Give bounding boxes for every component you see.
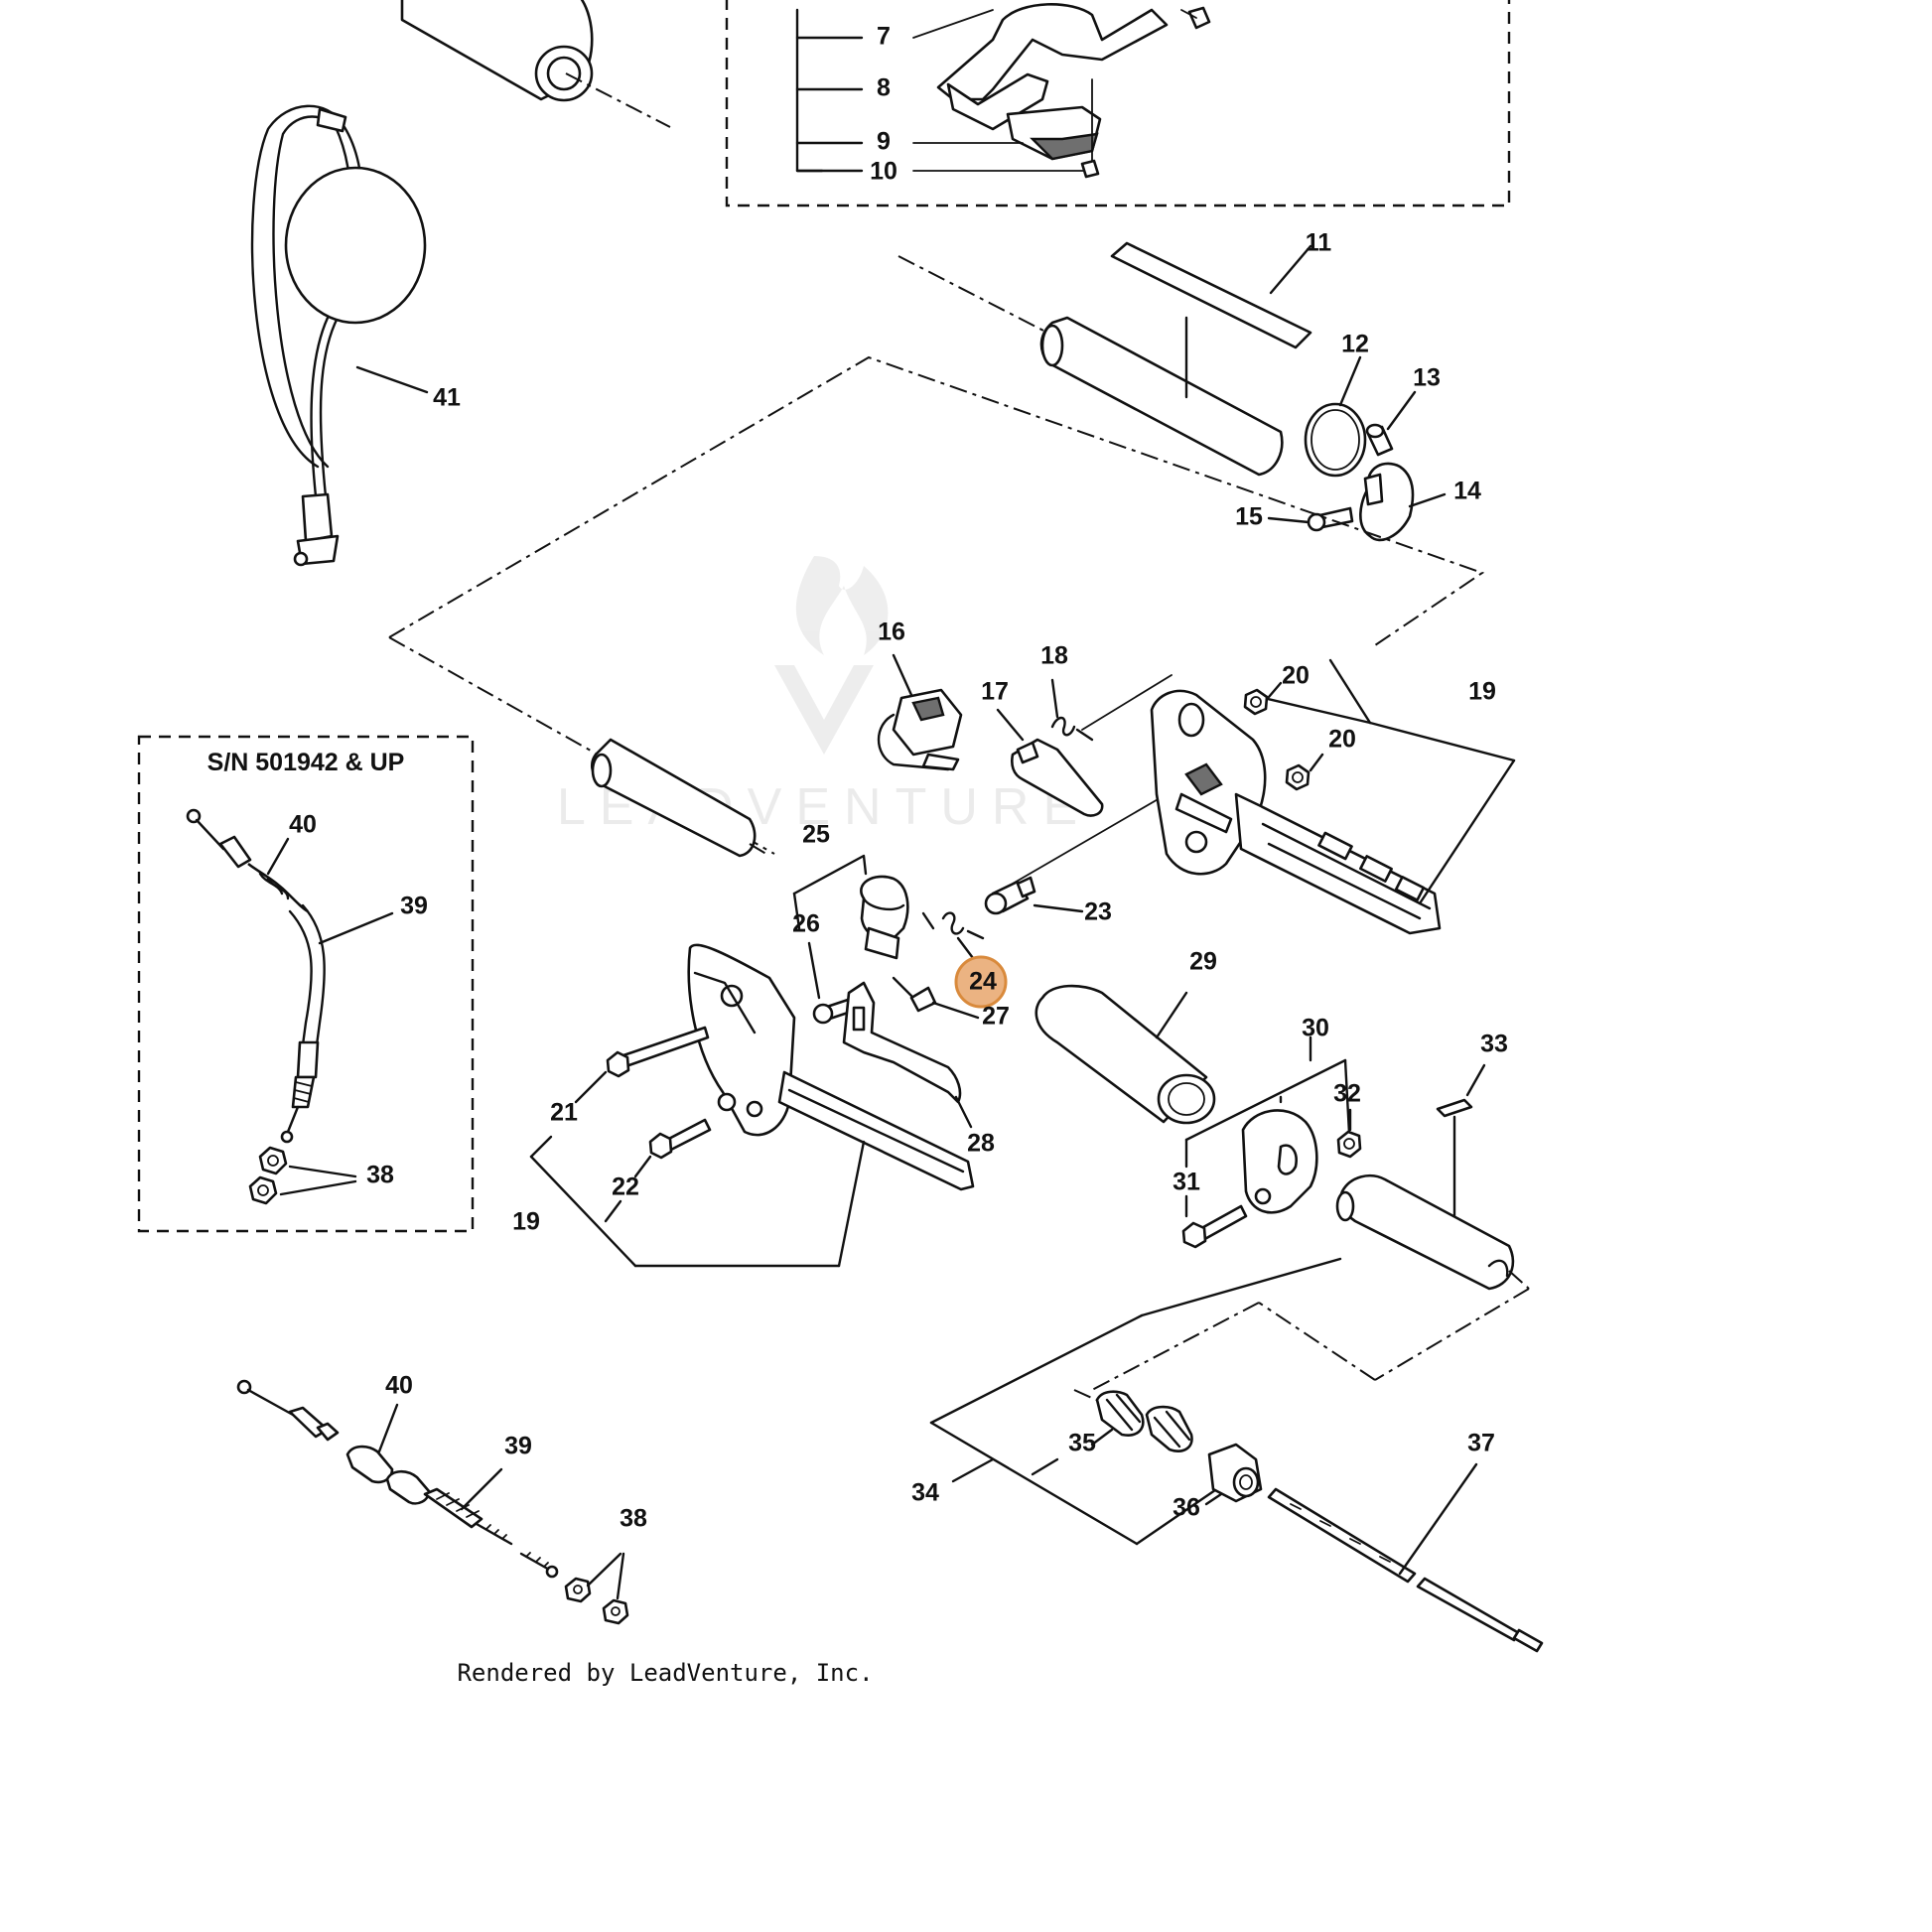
throttle-housing-right <box>1012 658 1516 935</box>
throttle-cable <box>236 1379 629 1625</box>
stop-switch <box>877 653 963 771</box>
callout-28: 28 <box>967 1130 995 1158</box>
splined-couplers <box>1031 1389 1193 1476</box>
callout-41: 41 <box>433 384 461 412</box>
callout-24[interactable]: 24 <box>969 968 997 996</box>
highlight-marker[interactable] <box>954 955 1008 1009</box>
drive-shaft <box>1267 1462 1544 1653</box>
throttle-trigger <box>842 981 973 1129</box>
callout-13: 13 <box>1413 364 1441 392</box>
callout-15: 15 <box>1235 503 1263 531</box>
grip-sleeve <box>1035 984 1216 1125</box>
pin-27 <box>892 976 980 1020</box>
nut-32 <box>1336 1108 1362 1159</box>
callout-40-bottom: 40 <box>385 1372 413 1400</box>
callout-11: 11 <box>1306 229 1332 257</box>
top-assembly-box <box>725 0 1511 207</box>
callout-23: 23 <box>1084 898 1112 926</box>
callout-38-box: 38 <box>366 1162 394 1189</box>
callout-9: 9 <box>877 128 891 156</box>
callout-29: 29 <box>1189 948 1217 976</box>
handle-clamp <box>1184 1035 1352 1214</box>
callout-30: 30 <box>1302 1015 1329 1042</box>
lockout-lever <box>996 708 1104 817</box>
serial-box: S/N 501942 & UP <box>137 735 475 1233</box>
left-grip-tube <box>591 738 770 858</box>
callout-20-top: 20 <box>1282 662 1310 690</box>
callout-39-bottom: 39 <box>504 1433 532 1460</box>
callout-26: 26 <box>792 910 820 938</box>
callout-10: 10 <box>870 158 897 186</box>
callout-25: 25 <box>802 821 830 849</box>
callout-20-bottom: 20 <box>1328 726 1356 754</box>
callout-32: 32 <box>1333 1080 1361 1108</box>
throttle-clamp <box>792 854 909 960</box>
middle-shaft-tube <box>897 255 1284 477</box>
torsion-spring <box>1050 678 1094 742</box>
bolt-31 <box>1181 1194 1248 1249</box>
pivot-pin <box>984 876 1084 915</box>
lower-shaft-tube <box>1091 1174 1530 1391</box>
throttle-spring <box>921 911 985 960</box>
footer-credit: Rendered by LeadVenture, Inc. <box>457 1659 873 1687</box>
callout-7: 7 <box>877 23 891 51</box>
callout-17: 17 <box>981 678 1009 706</box>
bolt-22 <box>604 1118 712 1223</box>
throttle-housing-left <box>529 943 975 1268</box>
callout-18: 18 <box>1040 642 1068 670</box>
callout-14: 14 <box>1453 478 1481 505</box>
callout-33: 33 <box>1480 1031 1508 1058</box>
callout-40-box: 40 <box>289 811 317 839</box>
callout-8: 8 <box>877 74 891 102</box>
callout-31: 31 <box>1173 1169 1200 1196</box>
bushing <box>1365 390 1417 457</box>
callout-12: 12 <box>1341 331 1369 358</box>
top-tube <box>400 0 671 128</box>
callout-27: 27 <box>982 1003 1010 1031</box>
label-decal <box>1110 241 1312 349</box>
shoulder-strap <box>250 104 429 567</box>
hex-nuts-right <box>1243 681 1324 791</box>
callout-39-box: 39 <box>400 893 428 920</box>
callout-34: 34 <box>911 1479 939 1507</box>
callout-36: 36 <box>1173 1494 1200 1522</box>
callout-37: 37 <box>1467 1430 1495 1457</box>
callout-38-bottom: 38 <box>620 1505 647 1533</box>
clamp <box>1267 462 1447 542</box>
serial-box-title: S/N 501942 & UP <box>207 749 405 776</box>
callout-19-left: 19 <box>512 1208 540 1236</box>
callout-21: 21 <box>550 1099 578 1127</box>
coupling-nut <box>1204 1443 1263 1506</box>
o-ring <box>1304 355 1367 478</box>
callout-19-right: 19 <box>1468 678 1496 706</box>
callout-16: 16 <box>878 619 905 646</box>
callout-22: 22 <box>612 1173 639 1201</box>
callout-35: 35 <box>1068 1430 1096 1457</box>
bolt-21 <box>574 1026 710 1104</box>
